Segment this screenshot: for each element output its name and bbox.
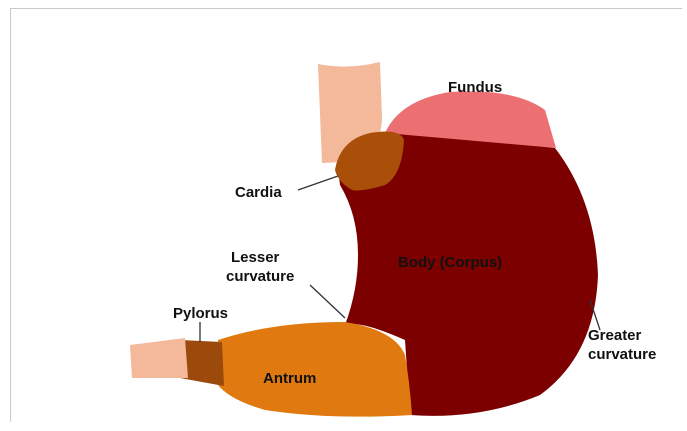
antrum-label: Antrum <box>263 370 316 387</box>
body-label: Body (Corpus) <box>398 254 502 271</box>
lesser-curvature-leader-line <box>310 285 345 318</box>
duodenum <box>130 338 188 378</box>
greater-curvature-label-line1: Greater <box>588 327 642 344</box>
fundus-label: Fundus <box>448 79 502 96</box>
pylorus-label: Pylorus <box>173 305 228 322</box>
lesser-curvature-label-line2: curvature <box>226 268 294 285</box>
cardia-leader-line <box>298 176 338 190</box>
cardia-label: Cardia <box>235 184 282 201</box>
greater-curvature-label-line2: curvature <box>588 346 656 363</box>
lesser-curvature-label-line1: Lesser <box>231 249 280 266</box>
